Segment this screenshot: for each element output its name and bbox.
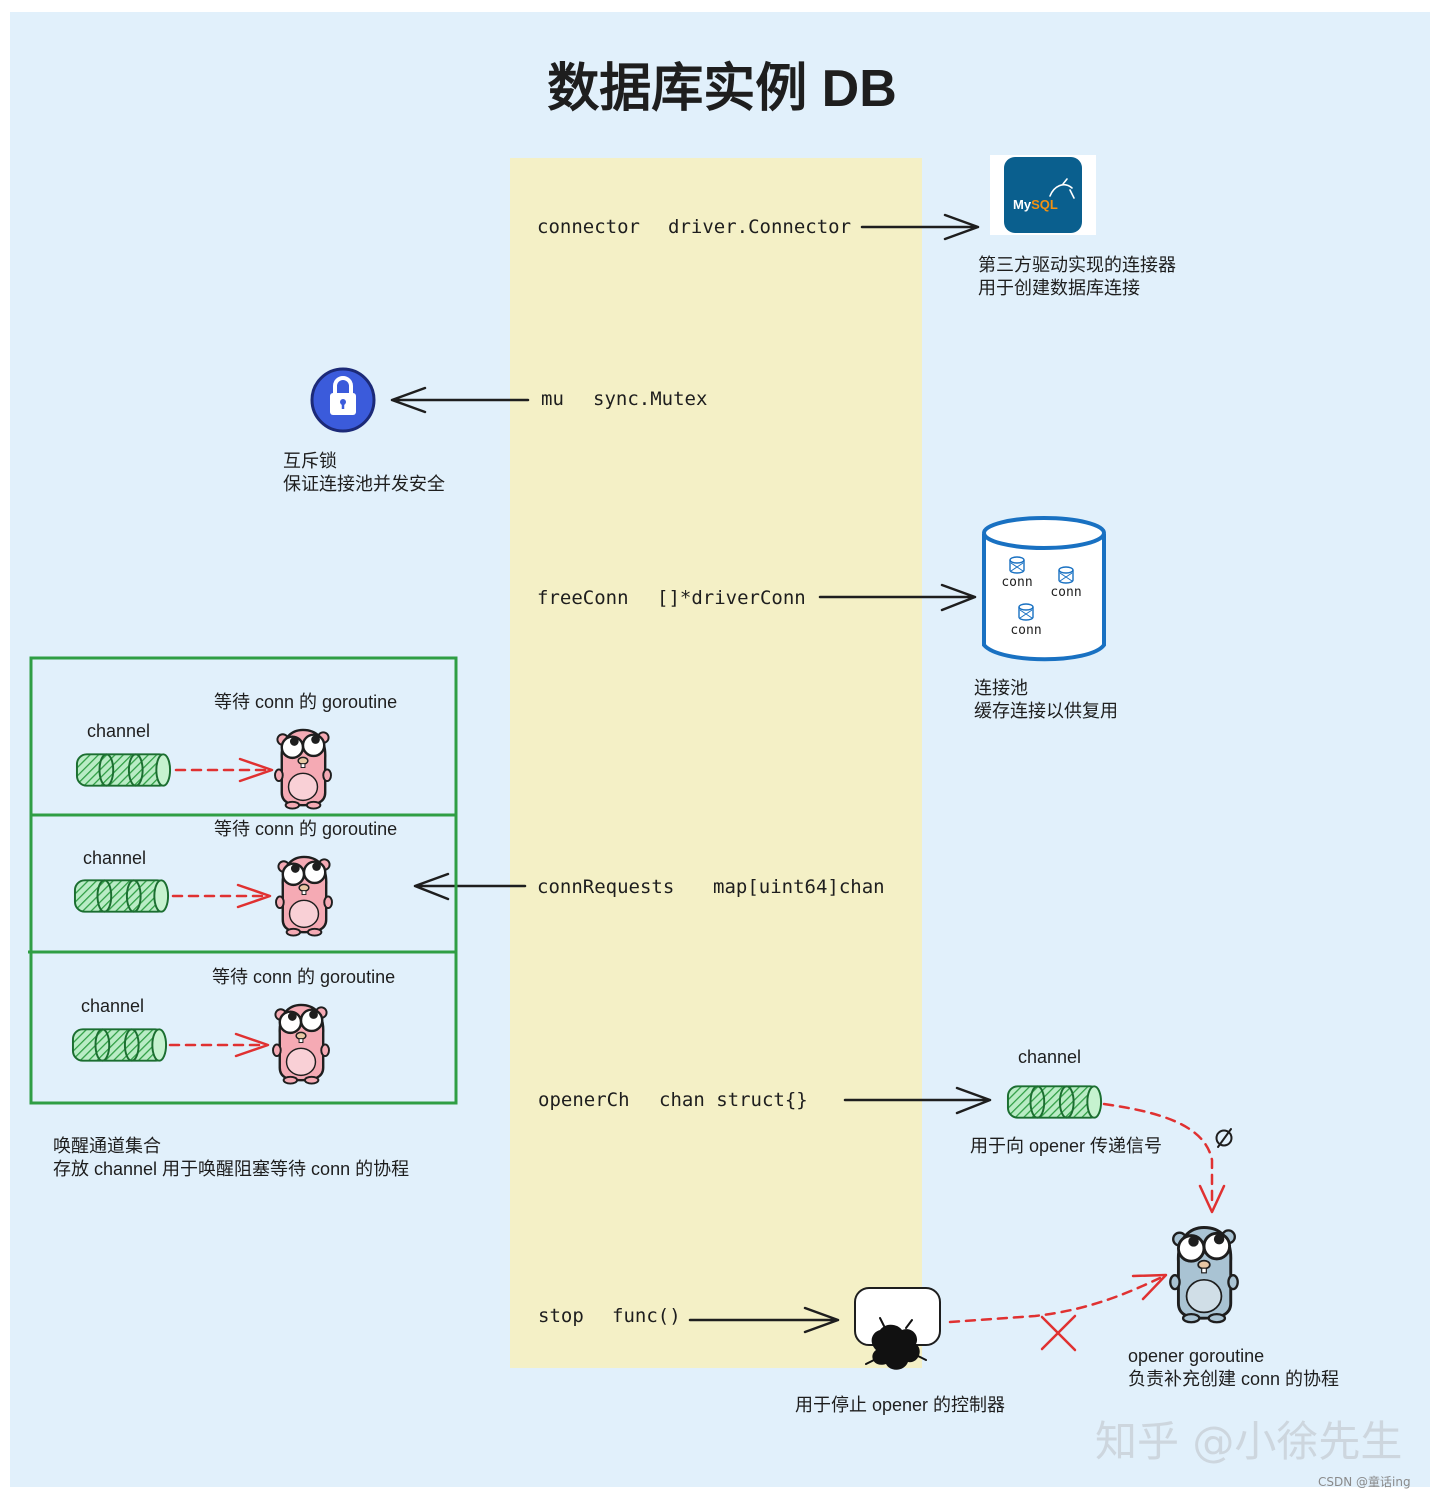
wake-channel-group: 等待 conn 的 goroutine channel 等待 conn 的 go… xyxy=(28,656,458,1105)
arrow-head xyxy=(236,883,272,909)
field-name: connector xyxy=(537,216,640,238)
opener-channel-desc: 用于向 opener 传递信号 xyxy=(970,1136,1162,1156)
watermark: 知乎 @小徐先生 xyxy=(1095,1417,1402,1466)
arrow-connrequests xyxy=(413,872,527,901)
conn-label: conn xyxy=(1010,623,1041,638)
channel-cylinder-icon xyxy=(73,879,170,913)
wait-row-label: 等待 conn 的 goroutine xyxy=(214,692,397,712)
field-type: map[uint64]chan xyxy=(713,876,885,898)
mysql-logo-text: MySQL xyxy=(1013,197,1058,212)
opener-gopher-icon xyxy=(1169,1226,1239,1324)
channel-cylinder-icon xyxy=(71,1028,168,1062)
channel-label: channel xyxy=(87,721,150,741)
cross-icon xyxy=(1040,1314,1077,1352)
field-type: driver.Connector xyxy=(668,216,851,238)
field-name: stop xyxy=(538,1305,584,1327)
channel-label: channel xyxy=(83,848,146,868)
wait-row-2: 等待 conn 的 goroutine channel xyxy=(73,819,397,937)
mutex-desc-line2: 保证连接池并发安全 xyxy=(283,474,445,494)
opener-desc-line1: opener goroutine xyxy=(1128,1346,1264,1366)
connector-desc-line2: 用于创建数据库连接 xyxy=(978,278,1140,298)
group-border xyxy=(29,656,458,1105)
mysql-logo: MySQL xyxy=(990,155,1096,235)
db-struct-box xyxy=(510,158,922,1368)
database-pool-icon: conn conn conn xyxy=(982,516,1106,662)
pool-desc-line1: 连接池 xyxy=(974,678,1028,698)
field-type: chan struct{} xyxy=(659,1089,808,1111)
field-connrequests: connRequests map[uint64]chan xyxy=(537,876,885,898)
field-type: []*driverConn xyxy=(657,587,806,609)
wait-row-label: 等待 conn 的 goroutine xyxy=(212,967,395,987)
channel-cylinder-icon xyxy=(75,753,172,787)
mutex-desc-line1: 互斥锁 xyxy=(283,451,337,471)
gopher-icon xyxy=(274,728,332,810)
channel-cylinder-icon xyxy=(1006,1085,1103,1119)
arrow-stop xyxy=(688,1306,840,1334)
opener-desc-line2: 负责补充创建 conn 的协程 xyxy=(1128,1369,1339,1389)
wait-row-3: 等待 conn 的 goroutine channel xyxy=(71,967,395,1085)
requests-desc-line1: 唤醒通道集合 xyxy=(53,1136,161,1156)
mysql-logo-tile xyxy=(1004,157,1082,233)
field-connector: connector driver.Connector xyxy=(537,216,851,238)
arrow-head xyxy=(238,757,274,783)
field-name: openerCh xyxy=(538,1089,630,1111)
field-openerch: openerCh chan struct{} xyxy=(538,1089,808,1111)
signal-dashed-arrow xyxy=(1102,1102,1214,1208)
arrow-freeconn xyxy=(818,583,977,612)
field-type: sync.Mutex xyxy=(593,388,707,410)
field-name: freeConn xyxy=(537,587,629,609)
stop-dashed-arrow xyxy=(948,1276,1162,1324)
pool-desc-line2: 缓存连接以供复用 xyxy=(974,701,1118,721)
field-stop: stop func() xyxy=(538,1305,681,1327)
conn-label: conn xyxy=(1001,575,1032,590)
lock-icon xyxy=(310,367,376,433)
arrow-openerch xyxy=(843,1086,992,1115)
page-title: 数据库实例 DB xyxy=(547,60,897,118)
arrow-head xyxy=(1198,1184,1226,1214)
arrow-head xyxy=(1131,1273,1168,1301)
empty-set-icon xyxy=(1215,1128,1233,1148)
stop-desc: 用于停止 opener 的控制器 xyxy=(795,1395,1005,1415)
field-name: mu xyxy=(541,388,564,410)
connector-desc-line1: 第三方驱动实现的连接器 xyxy=(978,255,1176,275)
wait-row-label: 等待 conn 的 goroutine xyxy=(214,819,397,839)
conn-label: conn xyxy=(1050,585,1081,600)
arrow-mu xyxy=(390,386,530,414)
arrow-connector xyxy=(860,213,980,241)
credit: CSDN @童话ing xyxy=(1318,1474,1411,1489)
field-name: connRequests xyxy=(537,876,674,898)
wait-row-1: 等待 conn 的 goroutine channel xyxy=(75,692,397,810)
opener-channel-label: channel xyxy=(1018,1047,1081,1067)
dolphin-icon xyxy=(1049,178,1075,199)
field-mu: mu sync.Mutex xyxy=(541,388,707,410)
gopher-icon xyxy=(272,1003,330,1085)
gopher-icon xyxy=(275,855,333,937)
field-freeconn: freeConn []*driverConn xyxy=(537,587,806,609)
requests-desc-line2: 存放 channel 用于唤醒阻塞等待 conn 的协程 xyxy=(53,1159,409,1179)
field-type: func() xyxy=(612,1305,681,1327)
arrow-head xyxy=(234,1032,270,1058)
controller-icon xyxy=(854,1287,941,1370)
channel-label: channel xyxy=(81,996,144,1016)
